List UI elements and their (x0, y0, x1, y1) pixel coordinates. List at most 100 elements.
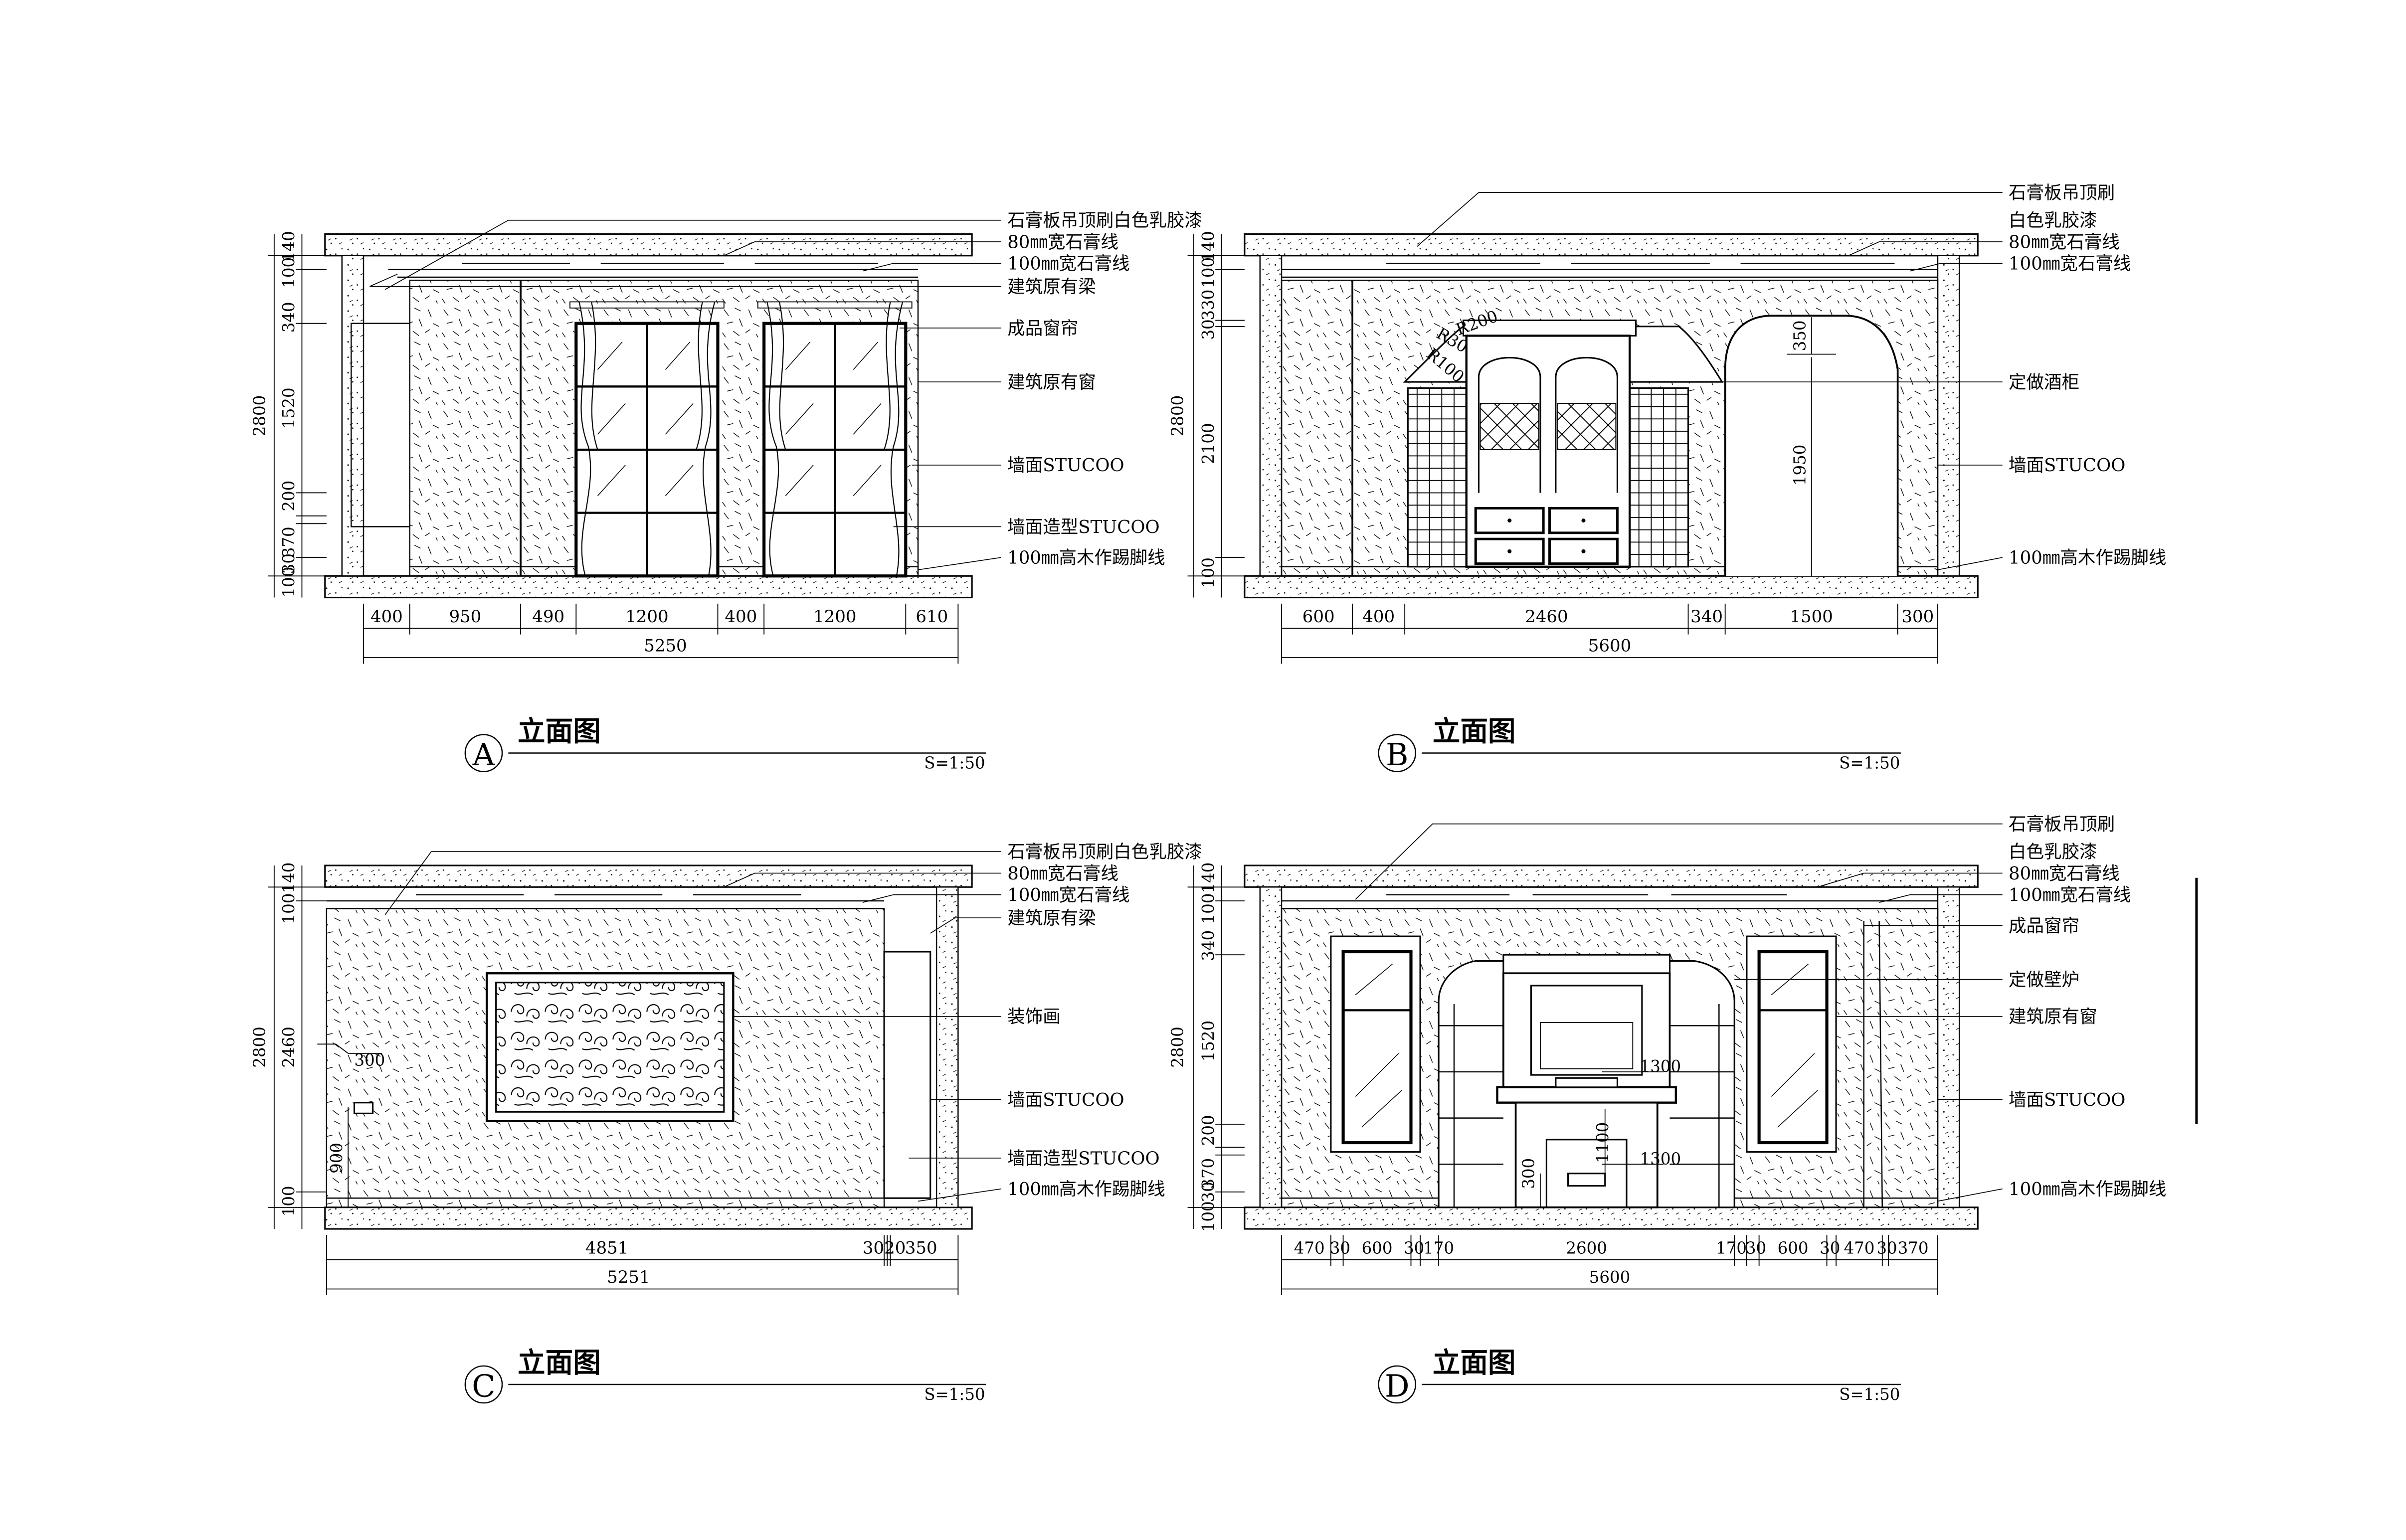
bottom-dimension-chain (1281, 603, 1938, 664)
panel-letter-circle (1378, 1365, 1417, 1404)
left-dimension-labels: 140 100 340 1520 200 370 30 100 2800 (250, 231, 298, 597)
dim-total-width: 5251 (607, 1267, 650, 1287)
dim-height-2100: 2100 (1199, 423, 1218, 464)
left-wall-section (1259, 255, 1283, 577)
panel-letter: C (472, 1369, 495, 1404)
window-mullions (764, 323, 906, 576)
panel-letter: D (1385, 1369, 1410, 1404)
dim-height-140: 140 (1199, 862, 1218, 893)
left-wall-section (1259, 886, 1283, 1208)
panel-letter: B (1386, 737, 1408, 773)
dim-370: 370 (1898, 1238, 1929, 1257)
dim-total-width: 5250 (644, 636, 687, 656)
leader-lines (384, 851, 1001, 1202)
dim-1300-upper: 1300 (1640, 1057, 1681, 1076)
annotation-cornice-80: 80㎜宽石膏线 (2009, 232, 2120, 252)
dim-400b: 400 (725, 607, 757, 627)
window-right (762, 302, 908, 578)
dim-1300-lower: 1300 (1640, 1149, 1681, 1168)
left-dimension-chain (268, 865, 327, 1229)
dim-170b: 170 (1716, 1238, 1747, 1257)
floor-slab (1244, 1206, 1979, 1230)
panel-title-block: C 立面图 S=1:50 (464, 1347, 986, 1404)
curtain-left (766, 302, 786, 576)
dim-outlet-300: 300 (354, 1051, 385, 1070)
dim-height-30: 30 (279, 553, 298, 574)
panel-letter: A (472, 737, 496, 773)
annotation-stucco-feature: 墙面造型STUCOO (1007, 517, 1159, 537)
left-dimension-labels: 140 100 2460 100 2800 (250, 862, 298, 1217)
annotation-curtain: 成品窗帘 (2009, 916, 2079, 936)
left-dimension-labels: 140 100 330 30 2100 100 2800 (1168, 231, 1218, 588)
inner-dimension-marks (1787, 317, 1837, 576)
dim-610: 610 (916, 607, 948, 627)
dim-height-100: 100 (1199, 893, 1218, 924)
dim-30b: 30 (1404, 1238, 1424, 1257)
window-left-rail (569, 301, 725, 309)
curtain-right (696, 302, 716, 576)
dim-height-140: 140 (279, 862, 298, 893)
diamond-rack-left (1480, 403, 1539, 450)
wine-cabinet (1403, 319, 1724, 568)
right-wall-section (1937, 255, 1960, 577)
bottom-dimension-chain (1281, 1235, 1938, 1295)
annotation-baseboard: 100㎜高木作踢脚线 (1007, 548, 1165, 568)
window-right-rail (757, 301, 913, 309)
inner-dimension-labels: 1300 1300 1100 300 (1519, 1057, 1681, 1189)
mantel-ornaments (1555, 1077, 1618, 1088)
ceiling-cornice (388, 262, 919, 278)
annotation-fireplace: 定做壁炉 (2009, 970, 2079, 990)
drawer-knobs (1507, 518, 1586, 553)
dim-470: 470 (1294, 1238, 1325, 1257)
cabinet-crown (1462, 319, 1637, 337)
annotation-beam: 建筑原有梁 (1007, 277, 1096, 297)
glass-reflections (1355, 964, 1402, 1128)
dim-height-100b: 100 (1199, 557, 1218, 588)
decorative-painting (485, 972, 735, 1122)
wall-outlet (317, 1043, 382, 1207)
floor-slab (324, 1206, 973, 1230)
left-dimension-chain (1187, 865, 1245, 1229)
ceiling-slab (1244, 233, 1979, 257)
diamond-rack-right (1557, 403, 1617, 450)
dim-height-140: 140 (279, 231, 298, 262)
dim-170: 170 (1423, 1238, 1454, 1257)
dim-30c: 30 (1746, 1238, 1766, 1257)
window-frame (1757, 950, 1829, 1145)
dim-30: 30 (1330, 1238, 1350, 1257)
annotation-stucco: 墙面STUCOO (1007, 1090, 1124, 1110)
dim-300: 300 (1519, 1158, 1538, 1189)
annotation-cornice-80: 80㎜宽石膏线 (1007, 232, 1118, 252)
dim-2600: 2600 (1566, 1238, 1607, 1257)
leader-lines (1355, 823, 2003, 1202)
annotation-cornice-80: 80㎜宽石膏线 (1007, 863, 1118, 884)
dim-height-100b: 100 (279, 1186, 298, 1216)
side-lattice-left (1407, 387, 1468, 568)
dim-350: 350 (905, 1238, 937, 1258)
dim-1950: 1950 (1790, 445, 1809, 486)
annotation-labels: 石膏板吊顶刷白色乳胶漆 80㎜宽石膏线 100㎜宽石膏线 建筑原有梁 成品窗帘 … (1007, 210, 1202, 568)
ceiling-slab (1244, 864, 1979, 888)
dim-490: 490 (532, 607, 564, 627)
panel-letter-circle (1378, 734, 1417, 772)
dim-height-100b: 100 (1199, 1201, 1218, 1232)
bottom-dimension-labels: 4851 30 20 350 5251 (585, 1238, 937, 1287)
ceiling-cornice (326, 894, 885, 909)
right-wall-section (935, 886, 959, 1208)
window-left (574, 302, 720, 578)
ceiling-slab (324, 864, 973, 888)
dim-400: 400 (370, 607, 403, 627)
annotation-baseboard: 100㎜高木作踢脚线 (1007, 1179, 1165, 1199)
panel-letter-circle (464, 1365, 503, 1404)
dim-340: 340 (1690, 607, 1723, 627)
dim-height-340: 340 (279, 302, 298, 333)
annotation-labels: 石膏板吊顶刷 白色乳胶漆 80㎜宽石膏线 100㎜宽石膏线 成品窗帘 定做壁炉 … (2009, 814, 2166, 1199)
bottom-dimension-chain (363, 603, 959, 664)
dim-400: 400 (1362, 607, 1395, 627)
window-mullions (576, 323, 718, 576)
dim-total-height: 2800 (1168, 1027, 1187, 1068)
dim-total-height: 2800 (1168, 395, 1187, 437)
annotation-labels: 石膏板吊顶刷 白色乳胶漆 80㎜宽石膏线 100㎜宽石膏线 定做酒柜 墙面STU… (2009, 182, 2166, 568)
panel-title-block: A 立面图 S=1:50 (464, 715, 986, 773)
dim-outlet-900: 900 (327, 1143, 346, 1174)
